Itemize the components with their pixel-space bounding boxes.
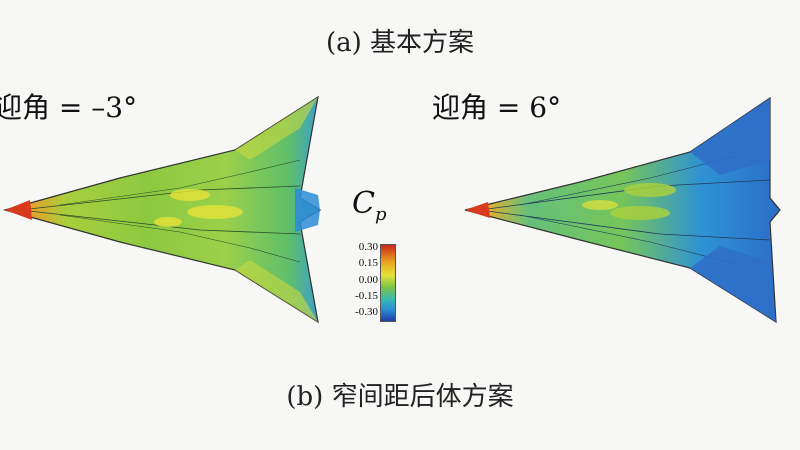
aoa-label-left: 迎角 = –3° bbox=[0, 91, 138, 124]
colorbar-tick: 0.00 bbox=[358, 274, 378, 286]
colorbar-label: Cp bbox=[352, 186, 387, 225]
colorbar-tick: -0.15 bbox=[355, 290, 378, 302]
aoa-label-right: 迎角 = 6° bbox=[432, 91, 562, 124]
colorbar: Cp 0.30 0.15 0.00 -0.15 -0.30 bbox=[338, 186, 408, 326]
colorbar-tick: 0.30 bbox=[358, 241, 378, 253]
colorbar-tick: -0.30 bbox=[355, 306, 378, 318]
colorbar-gradient bbox=[380, 244, 396, 322]
caption-a: (a) 基本方案 bbox=[325, 28, 475, 58]
caption-b: (b) 窄间距后体方案 bbox=[286, 382, 514, 412]
left-aircraft bbox=[2, 95, 322, 324]
colorbar-tick: 0.15 bbox=[358, 257, 378, 269]
right-aircraft bbox=[464, 96, 781, 324]
